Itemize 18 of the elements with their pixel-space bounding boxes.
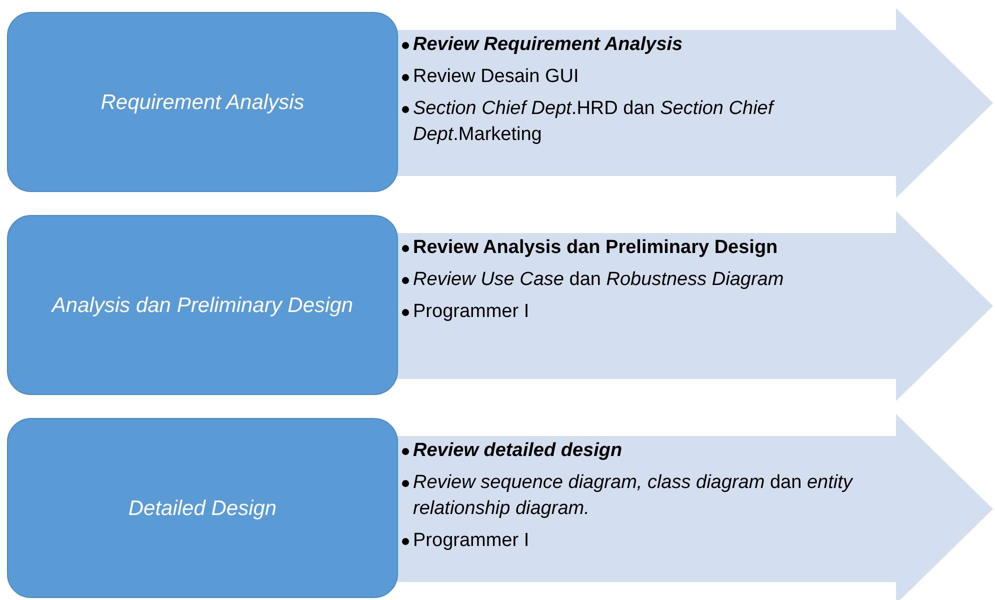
stage-box (7, 12, 398, 192)
list-item-text: Review Desain GUI (413, 65, 579, 89)
chevron-arrow-panel (396, 211, 994, 401)
stage-title: Analysis dan Preliminary Design (52, 292, 354, 318)
chevron-arrow-panel (396, 8, 994, 198)
chevron-arrow-panel (396, 414, 994, 600)
list-item-text: Review Analysis dan Preliminary Design (413, 236, 778, 260)
list-item-text: Programmer I (413, 300, 530, 324)
stage-title: Requirement Analysis (100, 90, 304, 116)
list-item-text: Review detailed design (413, 439, 622, 463)
list-item-text: Programmer I (413, 529, 530, 553)
list-item-text: Review sequence diagram, class diagram dan entity relationship diagram. (413, 471, 854, 521)
list-item-text: Section Chief Dept.HRD dan Section Chief Dept.Marketing (413, 97, 776, 147)
list-item-text: Review Use Case dan Robustness Diagram (413, 268, 784, 292)
list-item-text: Review Requirement Analysis (413, 33, 683, 57)
stage-title: Detailed Design (128, 496, 277, 522)
stage-box (7, 215, 398, 395)
stage-box (7, 418, 398, 598)
